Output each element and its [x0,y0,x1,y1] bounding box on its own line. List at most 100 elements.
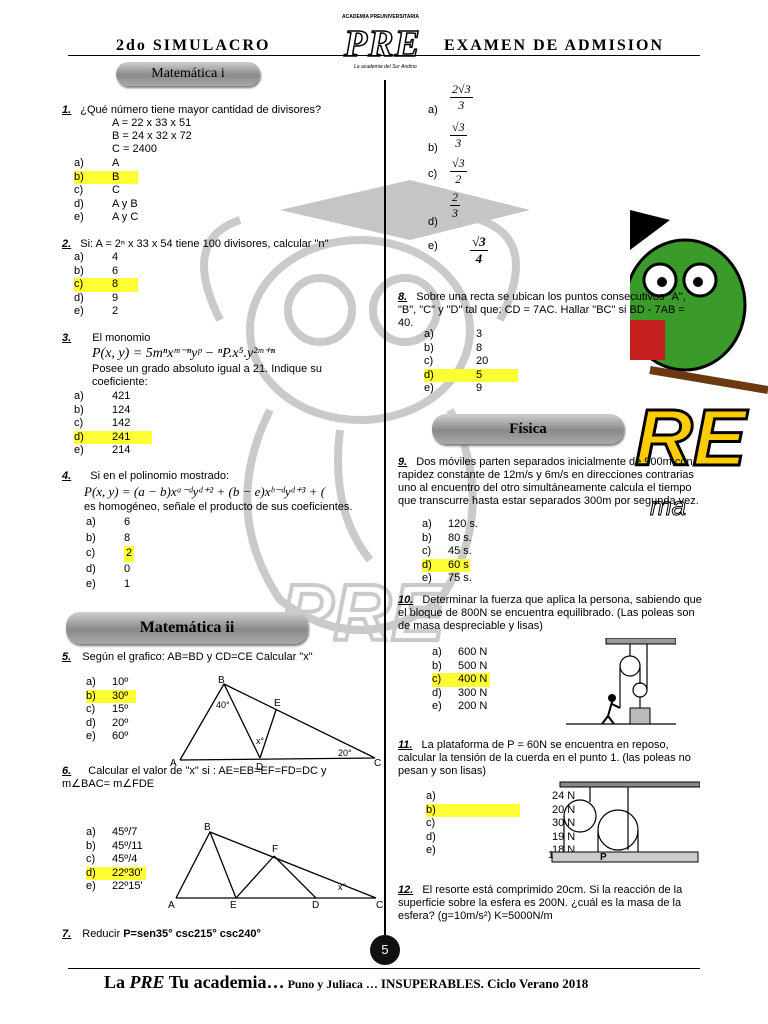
option[interactable]: c)2 [86,546,135,562]
option[interactable]: c)20 [424,355,489,367]
option[interactable]: c)45 s. [422,545,472,557]
option-selected[interactable]: d)5 [424,368,518,382]
option[interactable]: c)142 [74,417,131,429]
option[interactable]: b)124 [74,403,131,416]
question-number: 12. [398,884,414,896]
option[interactable]: b)45º/11 [86,839,143,852]
question-number: 7. [62,928,72,940]
option-selected[interactable]: b)30º [86,689,136,703]
option[interactable]: a)24 N [426,790,576,802]
question-number: 2. [62,238,72,250]
option[interactable]: c)C [74,184,120,196]
q10-options: a)600 N b)500 N c)400 N d)300 N e)200 N [432,646,490,714]
question-4: 4. Si en el polinomio mostrado: P(x, y) … [62,470,380,514]
option-letter[interactable]: e) [428,240,438,252]
set-c: C = 2400 [112,143,157,155]
option[interactable]: e)214 [74,444,131,456]
column-divider [384,80,386,935]
option-selected[interactable]: d)241 [74,430,152,444]
section-matematica-ii: Matemática ii [66,612,308,644]
question-text: Reducir [82,928,124,940]
option[interactable]: a)600 N [432,646,488,658]
option[interactable]: a)6 [86,516,131,528]
label-40: 40° [216,700,230,710]
svg-text:PRE: PRE [280,568,447,657]
option[interactable]: a)421 [74,390,131,402]
option-selected[interactable]: b)B [74,170,138,184]
option[interactable]: a)4 [74,251,119,263]
option-letter[interactable]: d) [428,216,438,228]
question-text: Sobre una recta se ubican los puntos con… [398,291,686,329]
option[interactable]: d)9 [74,291,119,304]
label-B: B [204,822,211,833]
option[interactable]: e)9 [424,382,483,394]
question-8: 8. Sobre una recta se ubican los puntos … [398,291,703,330]
option[interactable]: e)2 [74,305,119,317]
option[interactable]: a)45º/7 [86,826,138,838]
q5-options: a)10º b)30º c)15º d)20º e)60º [86,676,136,744]
option[interactable]: d)A y B [74,197,138,210]
header-right: EXAMEN DE ADMISION [444,37,665,54]
option-selected[interactable]: d)60 s [422,558,470,572]
option-selected[interactable]: c)8 [74,278,138,292]
question-number: 4. [62,470,72,482]
option-letter[interactable]: a) [428,104,438,116]
question-3: 3. El monomio P(x, y) = 5mⁿxᵐ⁻ⁿyᵖ − ⁿP.x… [62,332,367,389]
question-10: 10. Determinar la fuerza que aplica la p… [398,594,703,633]
question-number: 6. [62,765,72,777]
question-number: 1. [62,104,72,116]
section-fisica: Física [432,414,624,444]
label-20: 20° [338,748,352,758]
option-letter[interactable]: b) [428,142,438,154]
option-selected[interactable]: d)22º30' [86,866,146,880]
pulley-figure-q10 [566,638,676,725]
option[interactable]: e)A y C [74,211,139,223]
option[interactable]: e)1 [86,578,131,590]
question-text-2: es homogéneo, señale el producto de sus … [84,501,353,513]
option[interactable]: a)3 [424,328,483,340]
footer: La PRE Tu academia… Puno y Juliaca … INS… [104,972,588,993]
question-5: 5. Según el grafico: AB=BD y CD=CE Calcu… [62,651,362,664]
option[interactable]: d)300 N [432,686,488,699]
option[interactable]: e)60º [86,730,129,742]
option[interactable]: c)45º/4 [86,853,138,865]
footer-rule [68,968,700,969]
svg-text:ma: ma [650,491,686,521]
q9-options: a)120 s. b)80 s. c)45 s. d)60 s e)75 s. [422,518,478,586]
q4-options: a)6 b)8 c)2 d)0 e)1 [86,515,135,593]
question-text: Determinar la fuerza que aplica la perso… [398,594,702,632]
question-12: 12. El resorte está comprimido 20cm. Si … [398,884,703,923]
question-7: 7. Reducir P=sen35° csc215° csc240° [62,928,362,941]
q1-options: a)A b)B c)C d)A y B e)A y C [74,157,138,225]
question-text: Si en el polinomio mostrado: [90,470,230,482]
option[interactable]: b)500 N [432,659,488,672]
option[interactable]: b)8 [424,341,483,354]
option[interactable]: b)6 [74,264,119,277]
option[interactable]: a)A [74,157,120,169]
option-letter[interactable]: c) [428,168,438,180]
option[interactable]: a)120 s. [422,518,478,530]
option[interactable]: e)22º15' [86,880,143,892]
question-text-2: Posee un grado absoluto igual a 21. Indi… [92,363,322,388]
option[interactable]: e)200 N [432,700,488,712]
footer-mid: Puno y Juliaca … [284,977,381,991]
option-selected[interactable]: c)400 N [432,673,490,687]
option[interactable]: b)8 [86,531,131,544]
option[interactable]: d)20º [86,716,129,729]
option-selected[interactable]: b)20 N [426,803,576,817]
question-number: 10. [398,594,414,606]
option[interactable]: d)0 [86,562,131,575]
option[interactable]: a)10º [86,676,129,688]
logo-pre-text: PRE [343,22,421,66]
pulley-platform-figure-q11: P 1 [548,781,700,863]
option[interactable]: e)75 s. [422,572,472,584]
logo-small-text: ACADEMIA PREUNIVERSITARIA [342,14,419,20]
question-1: 1. ¿Qué número tiene mayor cantidad de d… [62,104,362,156]
option[interactable]: b)80 s. [422,531,472,544]
option[interactable]: c)15º [86,703,129,715]
